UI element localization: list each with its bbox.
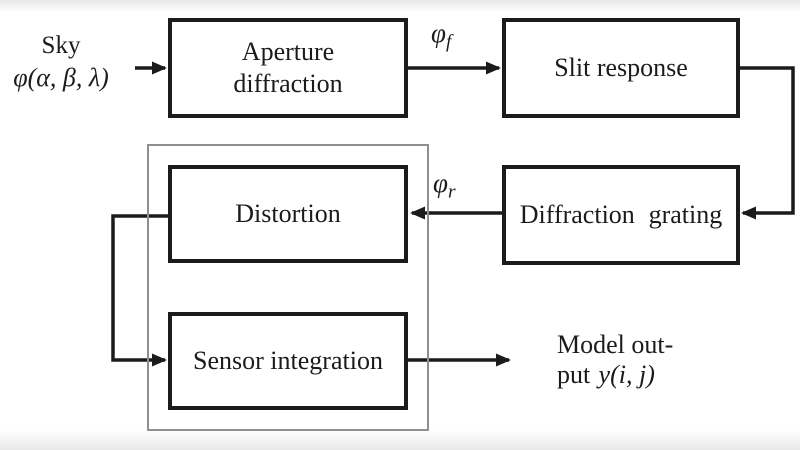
node-diffraction-grating: Diffraction grating — [502, 165, 740, 265]
node-distortion: Distortion — [168, 165, 408, 263]
arrow-slit-to-grating — [740, 66, 795, 220]
node-sensor-integration: Sensor integration — [168, 312, 408, 410]
phi-subscript: f — [445, 31, 452, 53]
input-name: Sky — [41, 32, 81, 59]
node-label: Aperture diffraction — [233, 36, 343, 99]
signal-label-phi-f: φf — [431, 18, 451, 53]
output-line2-text: put — [557, 360, 591, 389]
sensor-group-container — [147, 144, 429, 431]
node-label: Distortion — [235, 198, 341, 228]
node-label: Diffraction grating — [519, 199, 723, 229]
output-line1: Model out- — [557, 330, 674, 359]
phi-subscript: r — [447, 181, 456, 203]
node-slit-response: Slit response — [502, 18, 740, 118]
phi-symbol: φ — [431, 18, 446, 48]
node-label: Sensor integration — [193, 345, 383, 375]
node-label: Slit response — [554, 52, 688, 82]
node-aperture-diffraction: Aperture diffraction — [168, 18, 408, 118]
input-symbol: φ(α, β, λ) — [13, 63, 109, 92]
bottom-gradient-band — [0, 430, 800, 450]
signal-label-phi-r: φr — [433, 168, 456, 203]
top-gradient-band — [0, 0, 800, 13]
input-label-sky: Sky φ(α, β, λ) — [0, 31, 122, 94]
output-line2-math: y(i, j) — [598, 360, 655, 389]
phi-symbol: φ — [433, 168, 448, 198]
